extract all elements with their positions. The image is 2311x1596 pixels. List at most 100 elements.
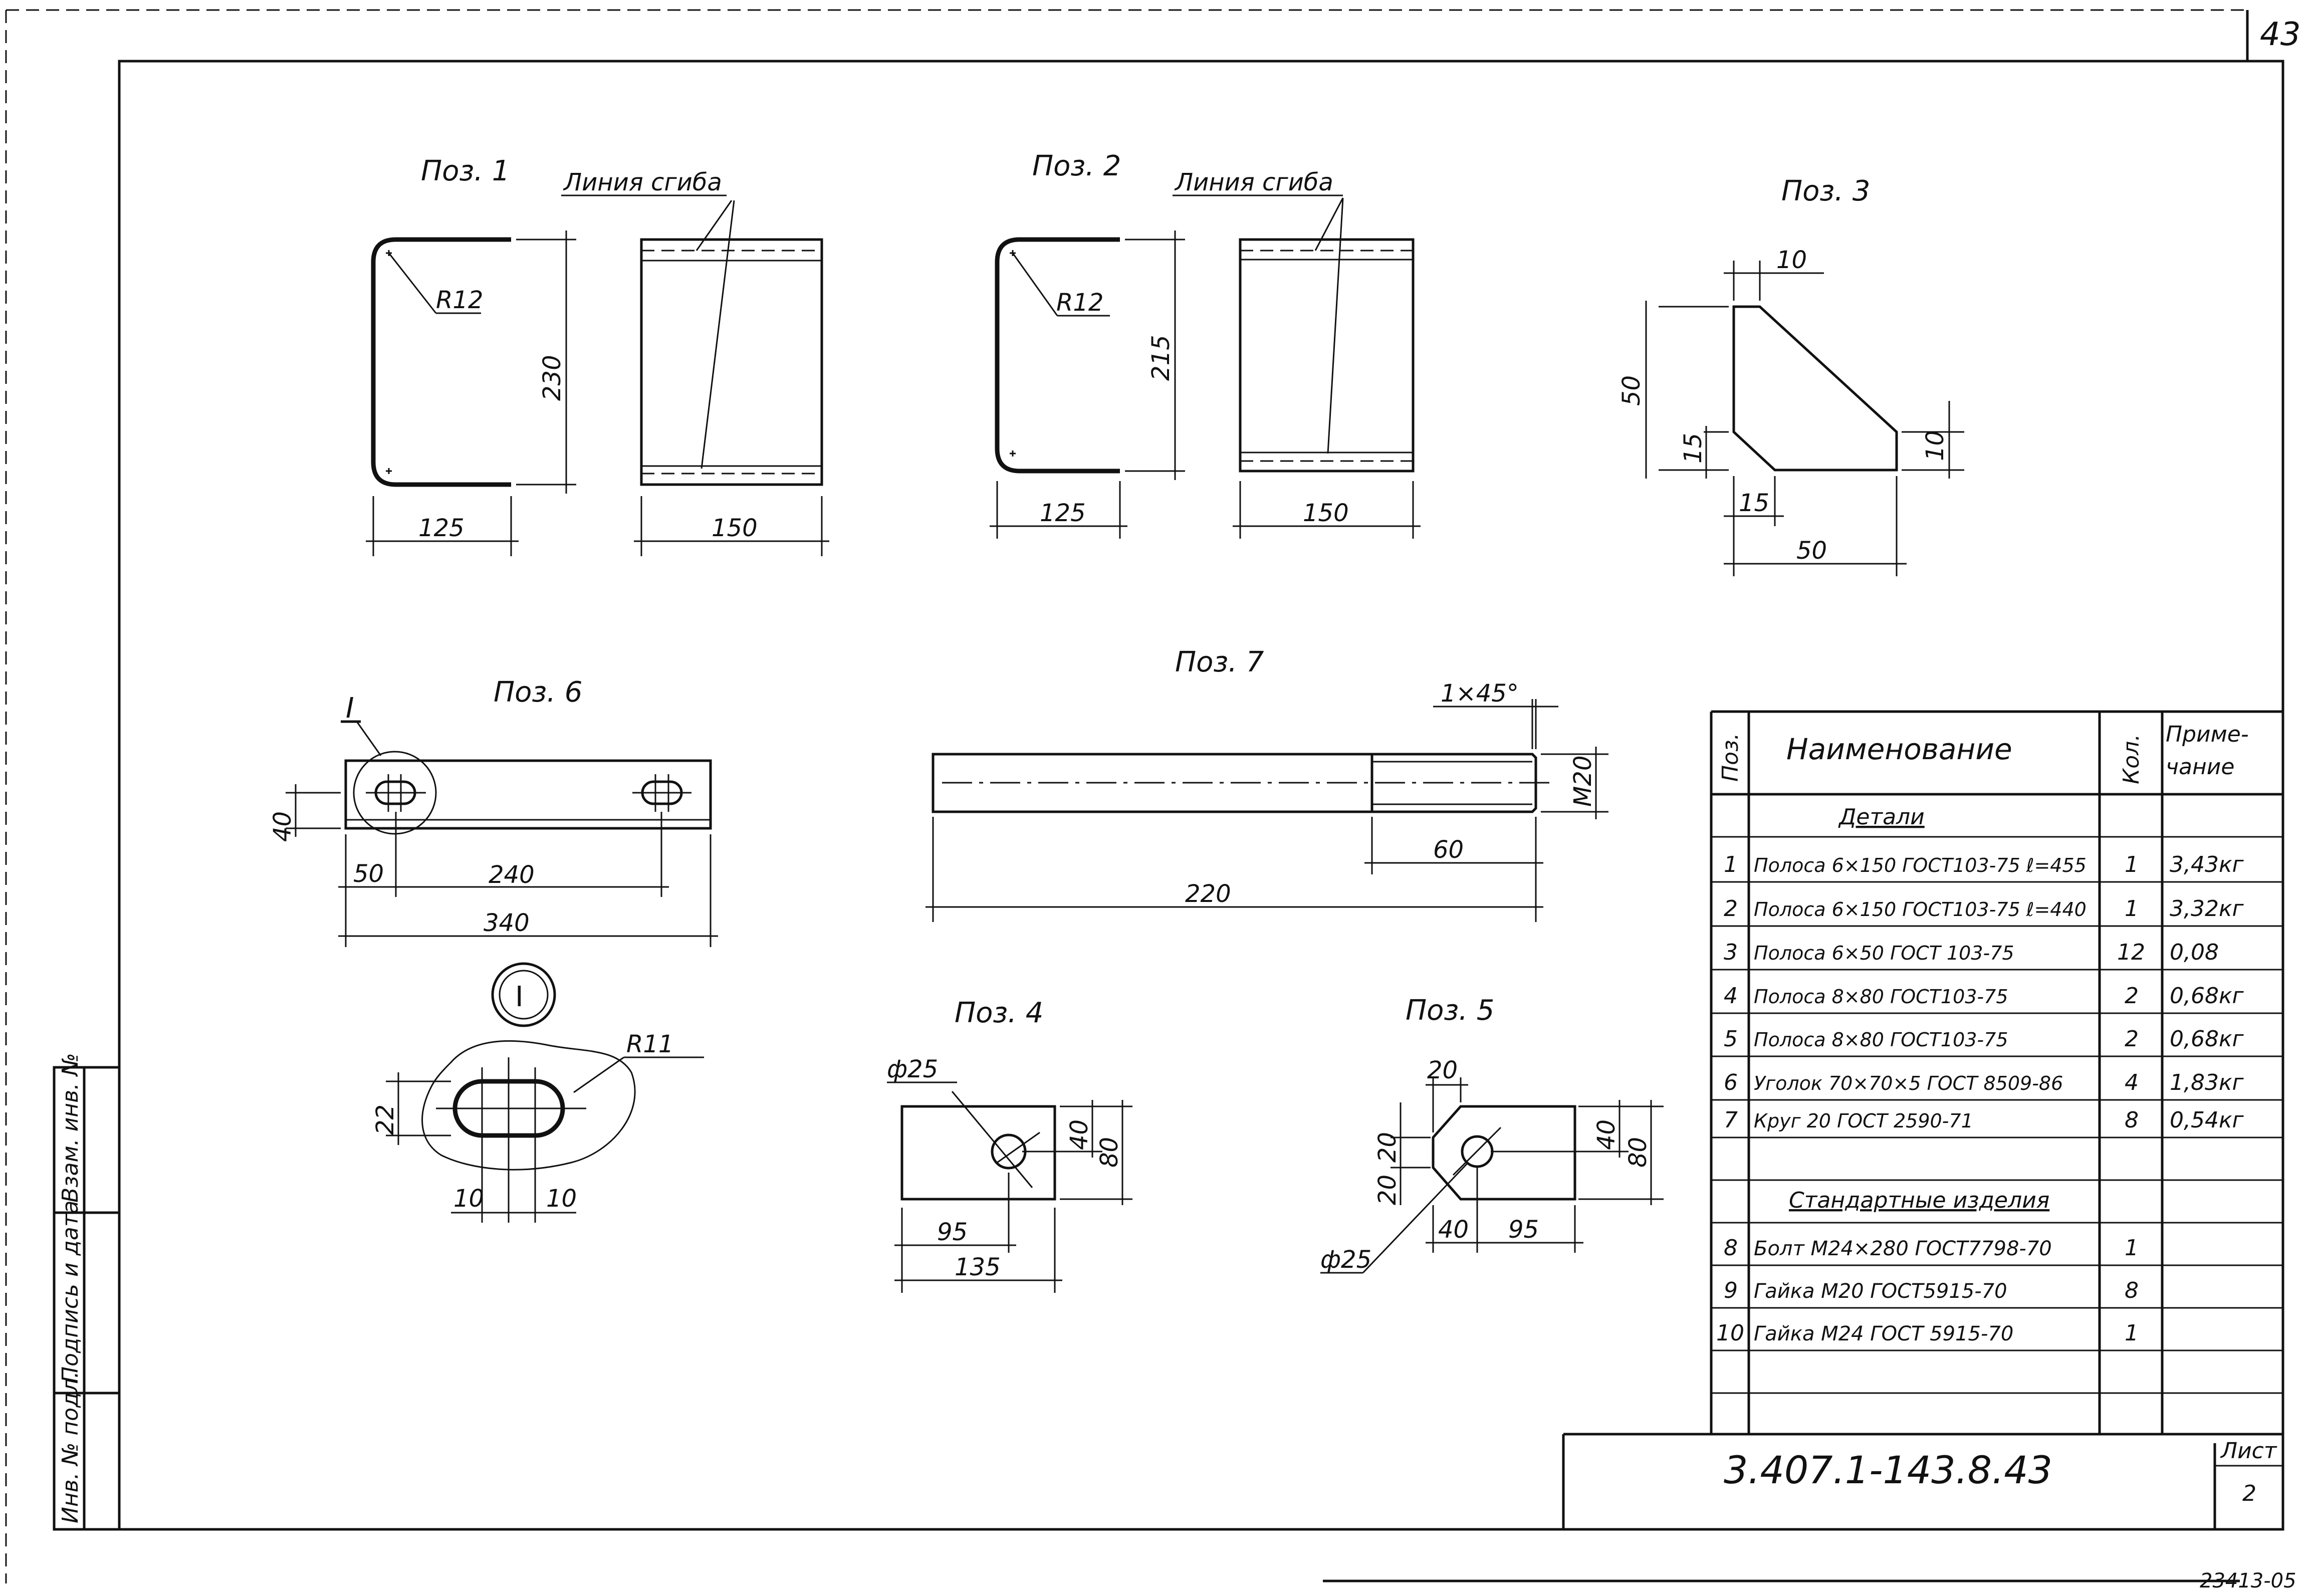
spec-table-grid (1562, 710, 2283, 1529)
page-number: 43 (2260, 16, 2300, 53)
pos1-bend-line: Линия сгиба (563, 168, 722, 196)
pos5-dim-hole-offset: 40 (1592, 1119, 1621, 1150)
strip-label-signature: Подпись и дата (58, 1201, 83, 1383)
spec-row-qty: 1 (2125, 896, 2139, 922)
pos2-dim-width: 125 (1040, 499, 1086, 527)
spec-row-qty: 8 (2125, 1278, 2139, 1303)
pos1-dim-flat-width: 150 (712, 514, 758, 542)
pos5-hole: ф25 (1320, 1246, 1371, 1274)
spec-row-name: Гайка М24 ГОСТ 5915-70 (1754, 1322, 2013, 1345)
pos7-thread: М20 (1569, 756, 1597, 807)
pos3-drawing: Поз. 3 10 50 15 10 15 50 (1617, 175, 1964, 576)
pos6-dim-spacing: 240 (489, 861, 535, 889)
binding-strip (53, 1066, 121, 1531)
spec-row-name: Полоса 6×50 ГОСТ 103-75 (1754, 942, 2014, 964)
pos4-drawing: Поз. 4 ф25 40 80 95 135 (887, 997, 1132, 1293)
spec-row-pos: 3 (1724, 940, 1738, 965)
pos1-drawing: Поз. 1 R12 230 125 Линия сгиба 150 (366, 155, 829, 556)
spec-row-note: 3,32кг (2170, 896, 2244, 922)
spec-row-qty: 2 (2125, 1026, 2139, 1052)
spec-row-name: Полоса 8×80 ГОСТ103-75 (1754, 1029, 2008, 1051)
sheet-label: Лист (2220, 1438, 2277, 1464)
pos7-chamfer: 1×45° (1441, 679, 1519, 708)
pos3-dim-chamfer-right: 10 (1921, 430, 1949, 461)
spec-row-name: Болт М24×280 ГОСТ7798-70 (1754, 1237, 2052, 1260)
pos5-drawing: Поз. 5 20 40 80 20 20 40 95 ф25 (1320, 994, 1664, 1274)
strip-label-replace-inv: Взам. инв. № (58, 1053, 83, 1203)
pos2-dim-height: 215 (1147, 335, 1175, 381)
spec-row-pos: 5 (1724, 1026, 1738, 1052)
pos3-dim-height: 50 (1617, 375, 1646, 406)
spec-row-note: 0,54кг (2170, 1107, 2244, 1133)
spec-row-pos: 7 (1724, 1107, 1738, 1133)
pos2-title: Поз. 2 (1032, 150, 1121, 182)
pos4-dim-hole-x: 95 (937, 1218, 968, 1246)
pos6-dim-height: 40 (269, 811, 297, 842)
sheet-number: 2 (2242, 1481, 2256, 1506)
spec-row-pos: 4 (1724, 983, 1738, 1009)
pos7-title: Поз. 7 (1175, 646, 1264, 678)
spec-row-name: Гайка М20 ГОСТ5915-70 (1754, 1280, 2007, 1303)
pos1-dim-height: 230 (538, 355, 566, 401)
spec-row-pos: 1 (1724, 852, 1738, 877)
pos5-dim-height: 80 (1624, 1137, 1652, 1168)
spec-rows-details: 1 Полоса 6×150 ГОСТ103-75 ℓ=455 1 3,43кг… (1724, 852, 2244, 1133)
pos6-dim-length: 340 (484, 909, 530, 937)
spec-row-qty: 4 (2125, 1070, 2139, 1095)
pos3-dim-top: 10 (1776, 246, 1807, 274)
spec-row-pos: 2 (1724, 896, 1738, 922)
spec-row-name: Полоса 6×150 ГОСТ103-75 ℓ=455 (1754, 854, 2087, 876)
spec-row-qty: 2 (2125, 983, 2139, 1009)
pos2-drawing: Поз. 2 R12 215 125 Линия сгиба 150 (990, 150, 1421, 539)
detail1-mark: I (515, 981, 524, 1013)
spec-section-standard: Стандартные изделия (1789, 1188, 2049, 1213)
pos3-title: Поз. 3 (1781, 175, 1870, 207)
pos7-dim-thread-length: 60 (1433, 836, 1464, 864)
pos6-title: Поз. 6 (494, 676, 582, 709)
spec-row-qty: 1 (2125, 1320, 2139, 1346)
spec-row-name: Полоса 8×80 ГОСТ103-75 (1754, 986, 2008, 1008)
pos5-dim-width: 95 (1508, 1216, 1539, 1244)
spec-row-note: 0,68кг (2170, 1026, 2244, 1052)
strip-label-inv-no: Инв. № подл. (58, 1371, 83, 1523)
spec-header-qty: Кол. (2119, 734, 2144, 784)
spec-row-pos: 9 (1724, 1278, 1738, 1303)
pos6-drawing: Поз. 6 I 40 50 240 340 (269, 676, 718, 947)
spec-section-details: Детали (1838, 804, 1925, 830)
pos7-drawing: Поз. 7 1×45° М20 60 220 (926, 646, 1608, 922)
pos2-radius: R12 (1056, 289, 1103, 317)
spec-row-pos: 10 (1716, 1320, 1744, 1346)
pos4-dim-height: 80 (1095, 1137, 1123, 1168)
spec-row-pos: 8 (1724, 1235, 1738, 1261)
detail1-dim-left: 10 (453, 1185, 484, 1213)
pos4-dim-hole-offset: 40 (1065, 1119, 1093, 1150)
pos2-dim-flat-width: 150 (1303, 499, 1349, 527)
spec-header-pos: Поз. (1718, 733, 1743, 782)
pos3-dim-width: 50 (1796, 537, 1827, 565)
spec-row-note: 0,08 (2170, 940, 2219, 965)
spec-row-note: 1,83кг (2170, 1070, 2244, 1095)
spec-header-name: Наименование (1786, 732, 2012, 766)
detail1-dim-right: 10 (546, 1185, 577, 1213)
pos4-hole: ф25 (887, 1055, 938, 1083)
spec-row-qty: 1 (2125, 1235, 2139, 1261)
spec-row-qty: 8 (2125, 1107, 2139, 1133)
pos5-dim-chamfer-a: 20 (1373, 1132, 1402, 1163)
pos1-radius: R12 (436, 286, 483, 314)
pos2-bend-line: Линия сгиба (1174, 168, 1333, 196)
spec-header-note-2: чание (2166, 754, 2234, 780)
spec-header-note-1: Приме- (2166, 722, 2249, 747)
spec-row-pos: 6 (1724, 1070, 1738, 1095)
pos4-dim-width: 135 (955, 1253, 1001, 1281)
pos6-detail-mark: I (346, 692, 354, 725)
pos7-dim-length: 220 (1185, 880, 1231, 908)
sheet-frame (5, 9, 2284, 1583)
detail1-dim-height: 22 (371, 1104, 399, 1135)
pos3-dim-chamfer-bottom: 15 (1739, 489, 1769, 517)
spec-row-name: Полоса 6×150 ГОСТ103-75 ℓ=440 (1754, 898, 2087, 921)
pos4-title: Поз. 4 (955, 997, 1043, 1029)
spec-row-note: 0,68кг (2170, 983, 2244, 1009)
spec-row-name: Круг 20 ГОСТ 2590-71 (1754, 1110, 1973, 1132)
pos1-dim-width: 125 (418, 514, 465, 542)
